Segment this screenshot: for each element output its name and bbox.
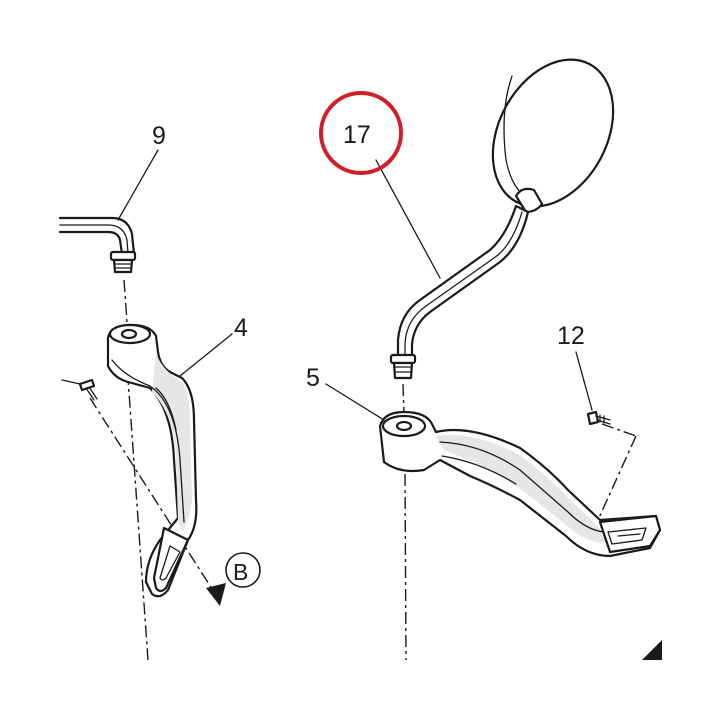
right-bracket (378, 410, 662, 558)
mirror-head (491, 58, 615, 214)
part-label-12: 12 (557, 322, 585, 350)
axis-line-screw-left (89, 397, 215, 593)
leader-line-9 (117, 149, 159, 221)
left-bracket (106, 323, 198, 598)
axis-line-stud-left (123, 279, 128, 323)
highlight-circle-17 (319, 91, 403, 175)
part-label-9: 9 (152, 122, 166, 150)
leader-line-17 (375, 159, 441, 279)
arrow-head-b (206, 583, 226, 606)
right-screw-12 (586, 410, 611, 426)
leader-line-4 (179, 333, 233, 377)
axis-line-screw-drop (597, 435, 637, 521)
axis-line-vertical-right (404, 473, 407, 661)
part-label-5: 5 (306, 364, 320, 392)
leader-line-5 (325, 383, 385, 421)
axis-line-screw-right (601, 423, 637, 437)
part-label-4: 4 (234, 314, 248, 342)
reference-label-b: B (233, 559, 248, 585)
reference-circle-b (225, 552, 261, 588)
leader-line-12 (575, 351, 593, 411)
left-screw (61, 378, 98, 401)
axis-line-vertical-left (125, 349, 149, 661)
page-corner-marker (642, 640, 662, 660)
mirror-stem-17 (389, 204, 530, 380)
part-label-17: 17 (343, 121, 371, 149)
axis-line-stud-right (402, 383, 405, 415)
left-mirror-stem (58, 216, 137, 274)
